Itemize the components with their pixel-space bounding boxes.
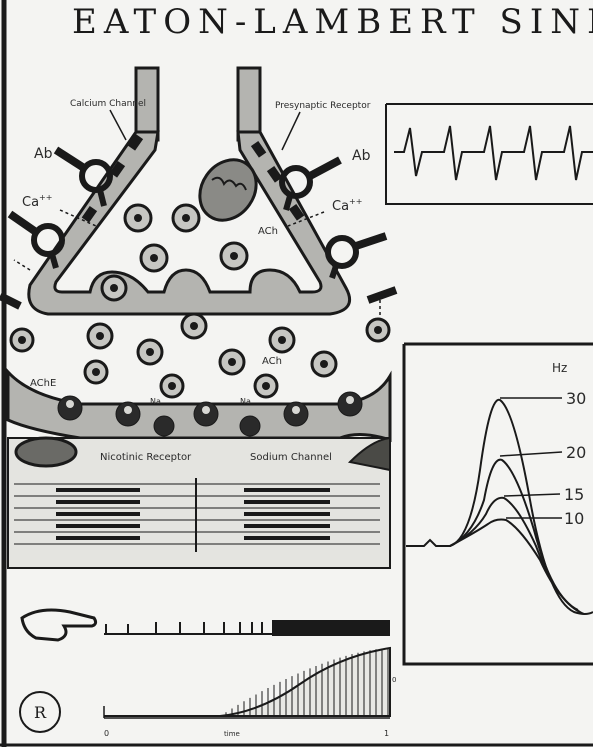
ab-label-right: Ab [352, 148, 371, 164]
ca-label-left: Ca++ [22, 193, 52, 210]
curve-label-10: 10 [564, 509, 584, 528]
presynaptic-receptor-label: Presynaptic Receptor [275, 101, 371, 111]
leader-15 [504, 494, 560, 496]
graph-corner-label: 0 [392, 676, 396, 684]
mitochondrion-postsynaptic [16, 438, 76, 466]
trace-frame [386, 104, 593, 204]
curve-30 [406, 400, 593, 614]
vesicle [312, 352, 336, 376]
vesicle [367, 319, 389, 341]
x-mid-label: time [224, 730, 240, 738]
curve-label-15: 15 [564, 485, 584, 504]
antibody-right-3 [368, 290, 396, 300]
x-end-label: 1 [384, 729, 389, 738]
vesicle [220, 350, 244, 374]
vesicle [88, 324, 112, 348]
page-title: EATON-LAMBERT SINDROME [72, 2, 593, 42]
ache-label: AChE [30, 378, 56, 389]
sodium-channel-label: Sodium Channel [250, 452, 332, 463]
ab-label-left: Ab [34, 146, 53, 162]
discharge-trace [394, 126, 593, 180]
vesicle [182, 314, 206, 338]
graph-frame [404, 344, 593, 664]
antibody-left-2 [10, 214, 62, 268]
postsynaptic-membrane [8, 372, 390, 568]
vesicle [138, 340, 162, 364]
ach-vesicle-label: ACh [258, 226, 278, 237]
vesicle [11, 329, 33, 351]
vesicle [141, 245, 167, 271]
vesicle [173, 205, 199, 231]
ach-cleft-label: ACh [262, 356, 282, 367]
stimulation-strip [22, 610, 390, 640]
curve-label-20: 20 [566, 443, 586, 462]
logo: R [20, 692, 60, 732]
na-label-left: Na [150, 397, 161, 406]
na-label-right: Na [240, 397, 251, 406]
facilitation-area [104, 648, 390, 716]
vesicle [221, 243, 247, 269]
graph-header: Hz [552, 361, 567, 375]
curve-label-30: 30 [566, 389, 586, 408]
axon-stem-right [238, 68, 260, 140]
antibody-left-1 [56, 150, 110, 206]
x-start-label: 0 [104, 729, 109, 738]
ca-label-right: Ca++ [332, 197, 362, 214]
stimulus-ticks [106, 622, 262, 634]
leader-20 [500, 452, 562, 456]
presynaptic-receptor-pointer [282, 112, 300, 150]
vesicle [102, 276, 126, 300]
vesicle [161, 375, 183, 397]
sodium-channel [240, 416, 260, 436]
logo-letter: R [34, 703, 47, 722]
vesicle [85, 361, 107, 383]
repetitive-discharge-panel [386, 104, 593, 204]
hand-icon [22, 610, 96, 640]
sodium-channel [154, 416, 174, 436]
facilitation-chart: 0 time 1 [104, 648, 390, 738]
vesicle [255, 375, 277, 397]
vesicle [270, 328, 294, 352]
vesicle [125, 205, 151, 231]
antibody-right-2 [328, 236, 386, 278]
tetanic-stimulus-bar [272, 620, 390, 636]
frequency-response-graph: Hz 30 20 15 10 0 [392, 344, 593, 684]
nicotinic-receptor-label: Nicotinic Receptor [100, 452, 192, 463]
calcium-channel-label: Calcium Channel [70, 99, 146, 109]
calcium-channel-pointer [110, 110, 126, 140]
